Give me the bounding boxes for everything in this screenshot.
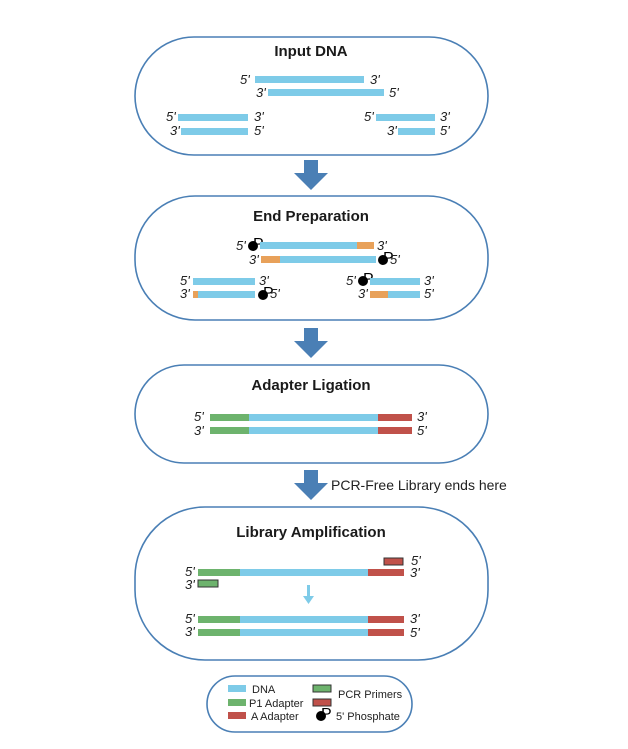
end-label: 5' (185, 611, 195, 626)
step-library-amplification: Library Amplification 5' 5' 3' 3' 5' 3' … (134, 506, 489, 661)
step-title: End Preparation (253, 208, 369, 225)
end-label: 5' (194, 409, 204, 424)
end-label: 3' (377, 238, 387, 253)
legend-label-a: A Adapter (251, 711, 299, 723)
step-title: Input DNA (274, 43, 347, 60)
legend-swatch-p1 (228, 699, 246, 706)
legend-box (206, 675, 413, 733)
end-label: 3' (387, 123, 397, 138)
end-label: 3' (440, 109, 450, 124)
end-label: 5' (240, 72, 250, 87)
end-label: 5' (236, 238, 246, 253)
flow-arrow (294, 470, 328, 500)
end-label: 5' (440, 123, 450, 138)
a-adapter (378, 427, 412, 434)
p1-adapter (210, 414, 249, 421)
end-fill (261, 256, 280, 263)
end-label: 3' (424, 273, 434, 288)
end-label: 3' (410, 565, 420, 580)
dna-strand (193, 278, 255, 285)
pcr-primer-a (383, 557, 404, 566)
dna-strand (178, 114, 248, 121)
legend: DNA P1 Adapter A Adapter PCR Primers 5' … (206, 675, 413, 733)
dna-strand (240, 616, 368, 623)
legend-label-dna: DNA (252, 684, 276, 696)
dna-strand (388, 291, 420, 298)
pcr-free-note: PCR-Free Library ends here (331, 477, 507, 493)
legend-swatch-primer-a (312, 698, 332, 707)
end-label: 5' (389, 85, 399, 100)
dna-strand (249, 414, 378, 421)
end-label: 5' (254, 123, 264, 138)
legend-label-phosphate: 5' Phosphate (336, 711, 400, 723)
dna-strand (370, 278, 420, 285)
step-title: Adapter Ligation (251, 377, 370, 394)
end-label: 5' (410, 625, 420, 640)
dna-strand (398, 128, 435, 135)
dna-strand (240, 629, 368, 636)
end-label: 5' (180, 273, 190, 288)
end-label: 5' (346, 273, 356, 288)
step-adapter-ligation: Adapter Ligation 5' 3' 3' 5' (134, 364, 489, 464)
end-label: 3' (185, 624, 195, 639)
p1-adapter (198, 616, 240, 623)
end-label: 3' (370, 72, 380, 87)
a-adapter (368, 616, 404, 623)
end-label: 3' (194, 423, 204, 438)
end-label: 5' (417, 423, 427, 438)
legend-swatch-a (228, 712, 246, 719)
end-label: 3' (180, 286, 190, 301)
end-label: 3' (410, 611, 420, 626)
step-end-preparation: End Preparation 5' 3' 3' 5' 5' 3' 3' 5' … (134, 195, 489, 321)
dna-strand (181, 128, 248, 135)
dna-strand (240, 569, 368, 576)
end-label: 3' (185, 577, 195, 592)
a-adapter (378, 414, 412, 421)
step-title: Library Amplification (236, 524, 385, 541)
end-fill (193, 291, 198, 298)
dna-strand (280, 256, 376, 263)
end-fill (370, 291, 388, 298)
end-fill (357, 242, 374, 249)
legend-label-p1: P1 Adapter (249, 698, 304, 710)
dna-strand (198, 291, 255, 298)
end-label: 5' (364, 109, 374, 124)
dna-strand (376, 114, 435, 121)
dna-strand (260, 242, 357, 249)
end-label: 3' (259, 273, 269, 288)
p1-adapter (210, 427, 249, 434)
step-input-dna: Input DNA 5' 3' 3' 5' 5' 3' 3' 5' 5' 3' … (134, 36, 489, 156)
dna-strand (268, 89, 384, 96)
end-label: 5' (185, 564, 195, 579)
end-label: 3' (417, 409, 427, 424)
a-adapter (368, 629, 404, 636)
pcr-primer-p1 (197, 579, 219, 588)
flow-arrow (294, 160, 328, 190)
dna-strand (249, 427, 378, 434)
amplification-arrow (303, 585, 314, 604)
end-label: 3' (249, 252, 259, 267)
dna-strand (255, 76, 364, 83)
end-label: 3' (256, 85, 266, 100)
end-label: 3' (358, 286, 368, 301)
p1-adapter (198, 629, 240, 636)
end-label: 5' (270, 286, 280, 301)
flow-arrow (294, 328, 328, 358)
end-label: 5' (424, 286, 434, 301)
end-label: 3' (254, 109, 264, 124)
end-label: 5' (411, 553, 421, 568)
end-label: 5' (390, 252, 400, 267)
end-label: 3' (170, 123, 180, 138)
p1-adapter (198, 569, 240, 576)
legend-swatch-dna (228, 685, 246, 692)
a-adapter (368, 569, 404, 576)
legend-swatch-primer-p1 (312, 684, 332, 693)
end-label: 5' (166, 109, 176, 124)
legend-label-primers: PCR Primers (338, 689, 403, 701)
